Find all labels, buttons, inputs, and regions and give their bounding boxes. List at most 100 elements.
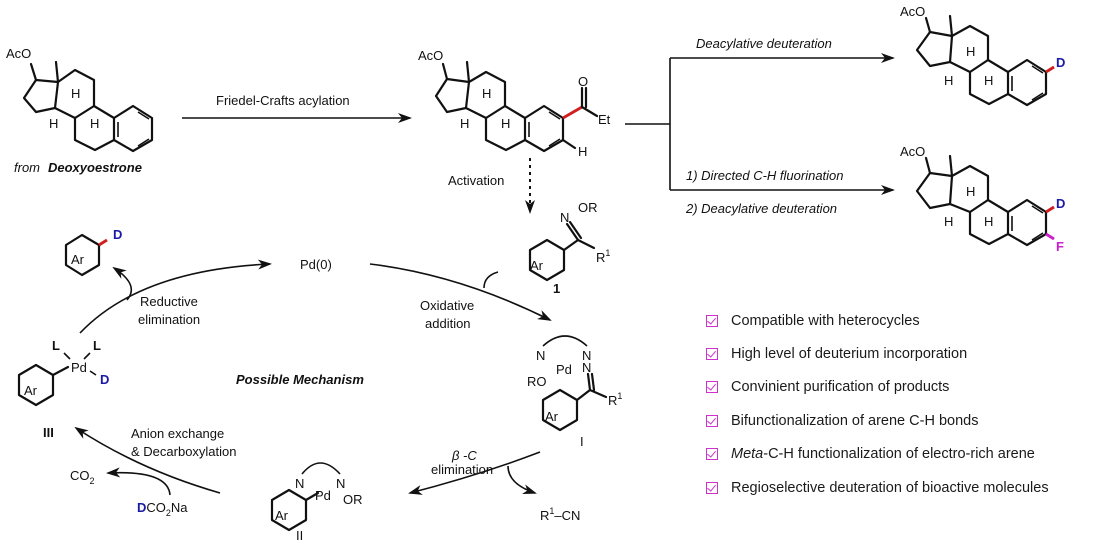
int-II-label: II [296,528,303,543]
checkbox-checked-icon [706,315,718,327]
checkbox-checked-icon [706,415,718,427]
feature-text: Convinient purification of products [731,379,950,395]
h-label: H [90,116,99,131]
int-III-ring: Ar [24,383,38,398]
starting-caption-prefix: from [14,160,40,175]
feature-text: High level of deuterium incorporation [731,346,968,362]
branch-b-label-2: 2) Deacylative deuteration [685,201,837,216]
dco2na-label: DCO2Na [137,500,188,518]
feature-text: Bifunctionalization of arene C-H bonds [731,413,979,429]
int-III-l1: L [52,338,60,353]
byproduct-arrow [507,465,537,494]
int-I-pd: Pd [556,362,572,377]
beta-c-label-1: β -C [451,448,477,463]
feature-item: Meta-C-H functionalization of electro-ri… [706,446,1035,462]
feature-text: Compatible with heterocycles [731,313,920,329]
substrate-n: N [560,210,569,225]
co2-label: CO2 [70,468,95,486]
intermediate-I-structure [541,335,608,432]
feature-text: -C-H functionalization of electro-rich a… [763,446,1035,462]
mechanism-title: Possible Mechanism [236,372,364,387]
ar-d-deuterium: D [113,227,122,242]
beta-c-label-2: elimination [431,462,493,477]
feature-item: Compatible with heterocycles [706,313,920,329]
h-label: H [944,73,953,88]
product-a-deuterium: D [1056,55,1065,70]
h-label: H [71,86,80,101]
int-I-n-imine: N [582,360,591,375]
feature-item: Bifunctionalization of arene C-H bonds [706,413,978,429]
substrate-entry-arrow [483,271,499,289]
int-II-pd: Pd [315,488,331,503]
int-I-n-left: N [536,348,545,363]
int-I-ro: RO [527,374,547,389]
int-III-l2: L [93,338,101,353]
h-label: H [482,86,491,101]
anion-exchange-arrow [74,426,221,494]
pd0-label: Pd(0) [300,257,332,272]
int-I-n-right: N [582,348,591,363]
reductive-elimination-label-1: Reductive [140,294,198,309]
ar-d-product-structure [64,233,108,277]
branch-a-label: Deacylative deuteration [696,36,832,51]
intermediate-II-structure [270,462,341,532]
oxidative-addition-label-2: addition [425,316,471,331]
int-I-r1: R1 [608,391,622,408]
h-label: H [944,214,953,229]
int-III-d: D [100,372,109,387]
h-label: H [966,44,975,59]
new-acyl-bond [562,105,583,120]
int-III-label: III [43,425,54,440]
product-b-substituent: AcO [900,144,925,159]
oxidative-addition-label-1: Oxidative [420,298,474,313]
substrate-or: OR [578,200,598,215]
branch-connector [625,58,671,190]
substrate-number: 1 [553,281,560,296]
product-b-fluorine: F [1056,239,1064,254]
product-release-arrow [112,266,133,301]
acyl-substituent: AcO [418,48,443,63]
product-b-deuterium: D [1056,196,1065,211]
feature-text-italic: Meta [731,446,764,462]
acyl-product-structure [434,60,599,153]
feature-item: High level of deuterium incorporation [706,346,967,362]
intermediate-III-structure [17,352,97,407]
int-III-pd: Pd [71,360,87,375]
substrate-r1: R1 [596,248,610,265]
reductive-elimination-arrow [79,259,272,334]
starting-caption-name: Deoxyoestrone [48,160,142,175]
int-II-ring: Ar [275,508,289,523]
feature-text: Regioselective deuteration of bioactive … [731,480,1049,496]
activation-label: Activation [448,173,504,188]
checkbox-checked-icon [706,348,718,360]
decarboxylation-arrow [106,467,171,496]
substrate-1-structure [528,220,596,282]
anion-exchange-label-2: & Decarboxylation [131,444,237,459]
carbonyl-oxygen: O [578,74,588,89]
h-label: H [966,184,975,199]
deuterated-fluorinated-product-structure [915,154,1055,247]
starting-material-structure [22,60,154,153]
byproduct-nitrile: R1–CN [540,506,580,523]
anion-exchange-label-1: Anion exchange [131,426,224,441]
h-label: H [49,116,58,131]
beta-c-arrow [408,451,541,495]
acyl-group: Et [598,112,611,127]
int-I-ring: Ar [545,409,559,424]
h-label: H [984,214,993,229]
feature-item: Convinient purification of products [706,379,949,395]
h-label: H [460,116,469,131]
h-label: H [501,116,510,131]
int-II-or: OR [343,492,363,507]
reductive-elimination-label-2: elimination [138,312,200,327]
oxidative-addition-arrow [369,263,552,321]
ar-d-ring: Ar [71,252,85,267]
deuterated-product-structure [915,14,1055,107]
checkbox-checked-icon [706,448,718,460]
starting-substituent: AcO [6,46,31,61]
int-I-label: I [580,434,584,449]
checkbox-checked-icon [706,381,718,393]
aryl-h: H [578,144,587,159]
step1-label: Friedel-Crafts acylation [216,93,350,108]
checkbox-checked-icon [706,482,718,494]
